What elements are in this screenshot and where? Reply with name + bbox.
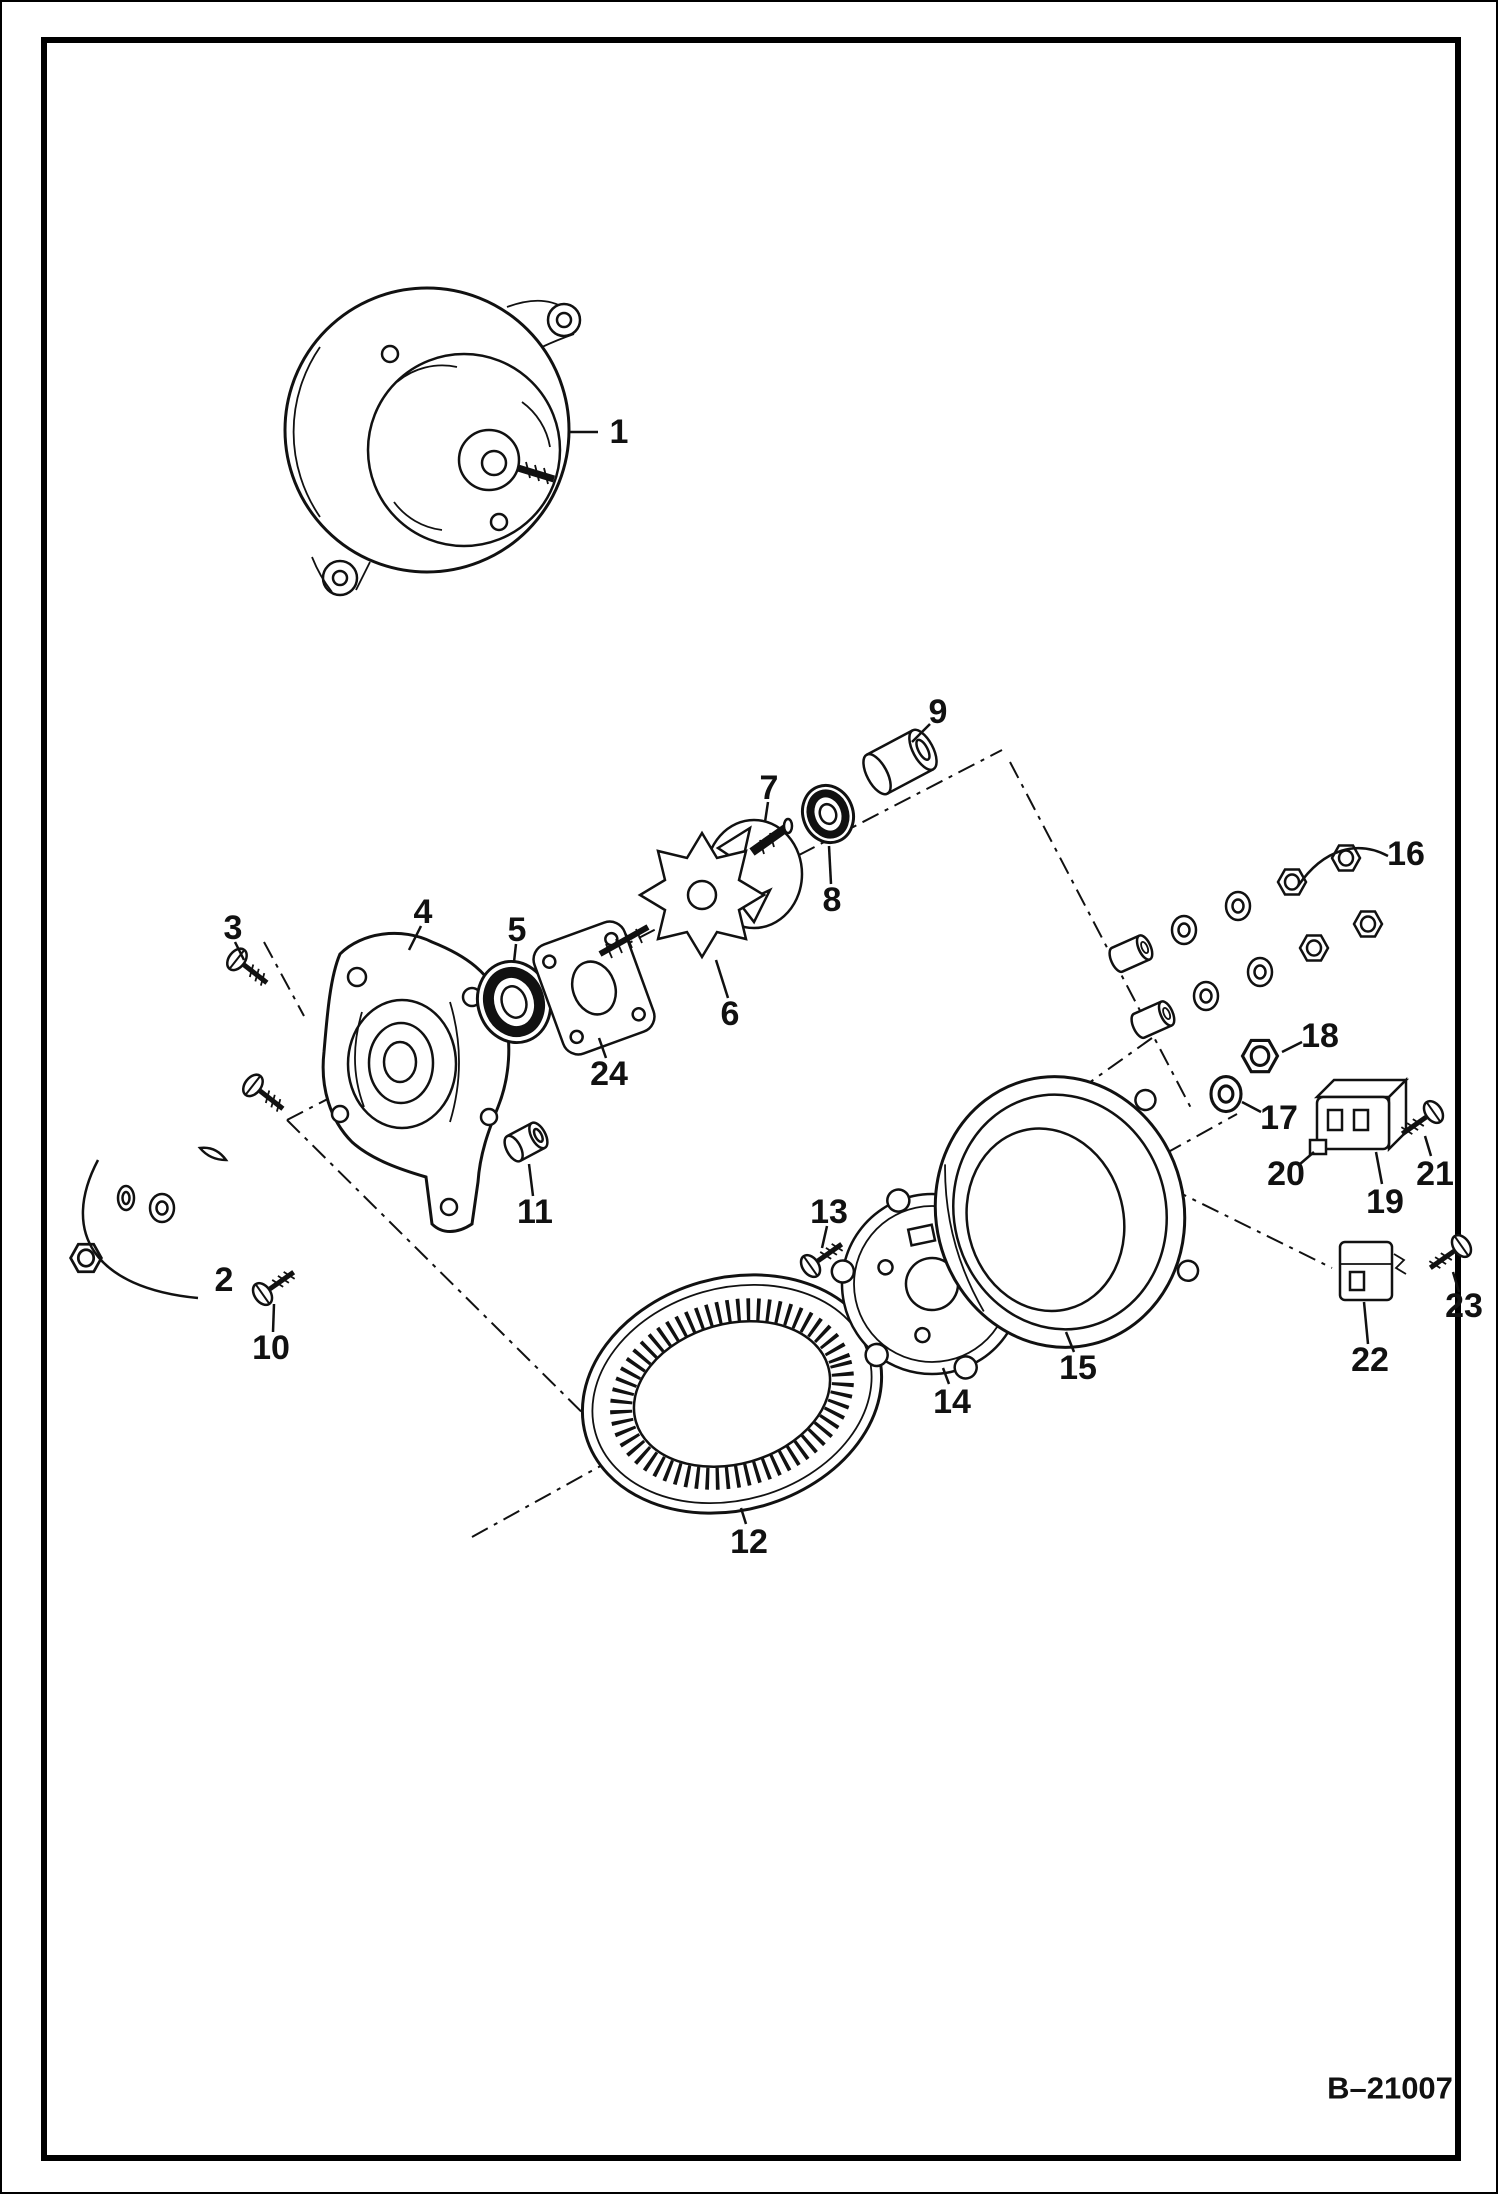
part-screw-10 xyxy=(249,1262,300,1308)
callout-17: 17 xyxy=(1260,1099,1298,1137)
part-washer-16b xyxy=(1224,890,1252,922)
part-terminal-20 xyxy=(1308,1138,1328,1156)
part-screw-2 xyxy=(239,1071,290,1118)
part-rear-housing xyxy=(933,1075,1200,1349)
callout-2: 2 xyxy=(215,1261,234,1299)
callout-24: 24 xyxy=(590,1055,628,1093)
part-bearing-front xyxy=(475,959,553,1045)
callout-21: 21 xyxy=(1416,1155,1454,1193)
callout-22: 22 xyxy=(1351,1341,1389,1379)
callout-13: 13 xyxy=(810,1193,848,1231)
group-2-bracket-line xyxy=(81,1159,199,1300)
callout-leader-lines xyxy=(233,430,1461,1525)
callout-19: 19 xyxy=(1366,1183,1404,1221)
callout-labels: 1 2 3 4 5 6 7 8 9 10 11 12 13 14 15 16 1… xyxy=(215,413,1483,1561)
part-washer-16a xyxy=(1170,914,1198,946)
callout-18: 18 xyxy=(1301,1017,1339,1055)
callout-5: 5 xyxy=(508,911,527,949)
part-nut-2 xyxy=(69,1242,103,1274)
part-stator xyxy=(580,1273,884,1515)
part-shim-2 xyxy=(197,1146,229,1162)
part-spacer-16b xyxy=(1127,997,1179,1042)
figure-code: B–21007 xyxy=(1327,2071,1453,2106)
callout-1: 1 xyxy=(610,413,629,451)
part-hardware-set xyxy=(1105,844,1389,1042)
callout-16: 16 xyxy=(1387,835,1425,873)
part-mounting-hardware-group xyxy=(69,1071,291,1300)
part-front-housing xyxy=(321,931,511,1233)
part-retainer-plate xyxy=(532,920,656,1056)
callout-10: 10 xyxy=(252,1329,290,1367)
callout-12: 12 xyxy=(730,1523,768,1561)
part-washer-16c xyxy=(1192,980,1220,1012)
callout-6: 6 xyxy=(721,995,740,1033)
callout-3: 3 xyxy=(224,909,243,947)
part-nut-18 xyxy=(1240,1038,1280,1074)
part-rotor xyxy=(598,818,804,960)
part-nut-16d xyxy=(1352,910,1384,938)
part-washer-16d xyxy=(1246,956,1274,988)
part-brush-holder xyxy=(1338,1240,1407,1302)
part-spacer xyxy=(862,728,938,796)
part-spacer-16a xyxy=(1105,931,1157,976)
part-bushing xyxy=(503,1121,549,1163)
part-screw-23 xyxy=(1423,1232,1474,1278)
callout-11: 11 xyxy=(517,1193,553,1231)
callout-15: 15 xyxy=(1059,1349,1097,1387)
callout-8: 8 xyxy=(823,881,842,919)
part-ring-2 xyxy=(116,1184,136,1212)
callout-14: 14 xyxy=(933,1383,971,1421)
part-washer-17 xyxy=(1209,1074,1243,1114)
part-nut-16c xyxy=(1298,934,1330,962)
callout-7: 7 xyxy=(760,769,779,807)
part-alternator-assembly xyxy=(283,286,582,597)
callout-4: 4 xyxy=(414,893,433,931)
part-washer-2 xyxy=(148,1192,176,1224)
part-bearing-rear xyxy=(800,783,856,845)
callout-20: 20 xyxy=(1267,1155,1305,1193)
callout-23: 23 xyxy=(1445,1287,1483,1325)
part-shaft-end xyxy=(749,817,794,856)
callout-9: 9 xyxy=(929,693,948,731)
group-16-bracket-line xyxy=(1296,847,1389,887)
part-screw-3 xyxy=(223,945,274,992)
part-regulator xyxy=(1308,1076,1410,1156)
border-frame xyxy=(41,37,1461,2161)
